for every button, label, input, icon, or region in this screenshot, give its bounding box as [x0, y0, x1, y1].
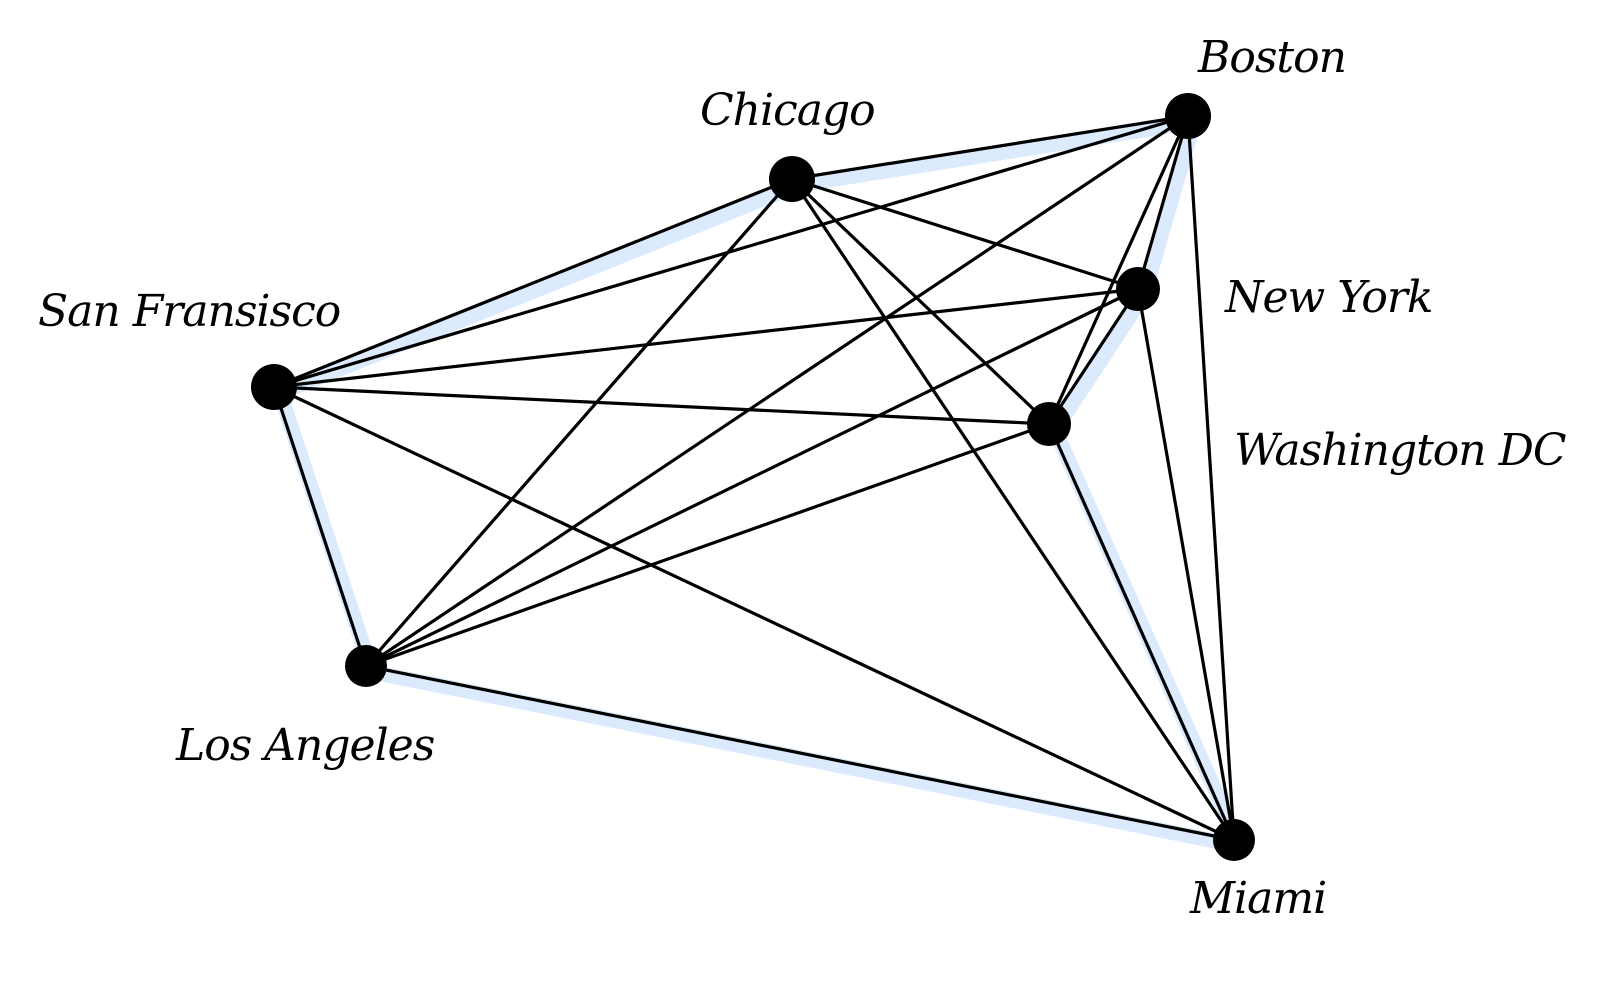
edge-boston-washington-dc: [1047, 114, 1190, 426]
labels-layer: Boston Chicago San Fransisco New York Wa…: [38, 32, 1567, 924]
label-chicago: Chicago: [700, 85, 875, 136]
edge-san-francisco-new-york: [272, 287, 1140, 389]
label-miami: Miami: [1189, 873, 1326, 924]
label-washington-dc: Washington DC: [1234, 425, 1566, 476]
edge-chicago-los-angeles: [364, 177, 794, 668]
edge-boston-chicago: [790, 114, 1190, 181]
node-washington-dc: [1027, 402, 1071, 446]
edge-san-francisco-los-angeles: [272, 385, 368, 668]
edge-boston-new-york: [1136, 114, 1190, 291]
highlighted-tour-path: [272, 114, 1248, 854]
edge-chicago-washington-dc: [790, 177, 1051, 426]
node-chicago: [769, 156, 815, 202]
edge-new-york-miami: [1136, 287, 1236, 842]
nodes-layer: [251, 93, 1255, 861]
edge-new-york-los-angeles: [364, 287, 1140, 668]
edge-boston-los-angeles: [364, 114, 1190, 668]
edge-san-francisco-washington-dc: [272, 385, 1051, 426]
edges-layer: [272, 114, 1236, 842]
label-boston: Boston: [1197, 32, 1346, 83]
node-miami: [1213, 819, 1255, 861]
label-los-angeles: Los Angeles: [175, 720, 435, 771]
edge-chicago-san-francisco: [272, 177, 794, 389]
edge-new-york-washington-dc: [1047, 287, 1140, 426]
node-boston: [1165, 93, 1211, 139]
edge-boston-san-francisco: [272, 114, 1190, 389]
label-san-fransisco: San Fransisco: [38, 286, 340, 337]
edge-los-angeles-miami: [364, 664, 1236, 842]
node-san-francisco: [251, 364, 297, 410]
edge-washington-dc-los-angeles: [364, 422, 1051, 668]
highlighted-tour-layer: [272, 114, 1248, 854]
edge-chicago-miami: [790, 177, 1236, 842]
edge-boston-miami: [1186, 114, 1236, 842]
node-new-york: [1116, 267, 1160, 311]
node-los-angeles: [345, 645, 387, 687]
edge-san-francisco-miami: [272, 385, 1236, 842]
edge-chicago-new-york: [790, 177, 1140, 291]
label-new-york: New York: [1224, 272, 1433, 323]
edge-washington-dc-miami: [1047, 422, 1236, 842]
